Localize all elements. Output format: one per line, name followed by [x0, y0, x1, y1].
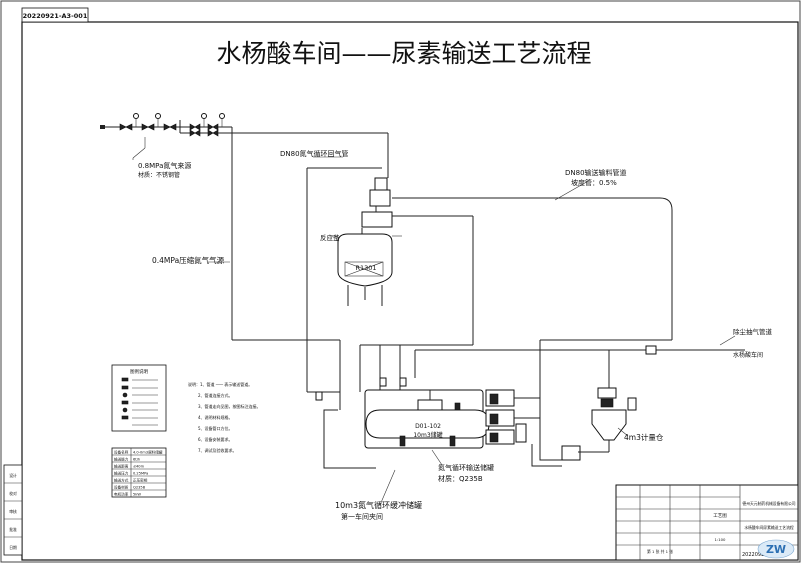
reactor-label: 反应釜 [320, 233, 340, 242]
title-block-number: 20220921 [742, 552, 767, 558]
spec-row-label: 输送距离 [114, 464, 129, 469]
buffer-tank: D01-102 10m3储罐 [364, 389, 490, 449]
spec-row-label: 设备名称 [114, 450, 129, 455]
reactor-tag: R1301 [355, 264, 376, 272]
feed-pipe-label: DN80输送输料管道 [565, 168, 627, 177]
return-gas-pipe [306, 167, 382, 393]
strip-cell: 批准 [9, 527, 17, 532]
reactor-vessel: 反应釜 R1301 [320, 177, 402, 306]
nitrogen-source-label: 0.8MPa氮气来源 [138, 161, 191, 170]
spec-row-value: 正压密相 [133, 478, 148, 483]
drawing-number-box: 20220921-A3-001 [21, 7, 89, 23]
spec-row-value: 0.25MPa [133, 472, 148, 476]
spec-row-value: ≤40m [133, 465, 145, 469]
feeder-equipment [485, 389, 581, 467]
tank-location-label: 第一车间夹间 [341, 512, 383, 521]
notes-block: 说明：1、管道 ─── 表示输送管道。 2、管道连接方式。 3、管道走向见图，按… [188, 381, 261, 453]
project-name: 工艺图 [713, 513, 727, 519]
spec-row-value: 5kW [133, 493, 141, 497]
sheet-count: 第 1 张 共 1 张 [647, 549, 673, 554]
note-line: 2、管道连接方式。 [198, 392, 233, 398]
scale-hopper-label: 4m3计量仓 [624, 432, 664, 442]
legend-title: 图例说明 [130, 368, 148, 375]
diagram-title: 水杨酸车间——尿素输送工艺流程 [216, 39, 591, 68]
gauge-icon [133, 113, 225, 127]
hopper-label: 水杨酸车间 [733, 351, 763, 359]
spec-row-value: 6t/h [133, 458, 140, 462]
lower-distribution-pipes [315, 340, 473, 469]
strip-cell: 审核 [9, 509, 17, 514]
note-line: 6、设备安装要求。 [198, 436, 233, 442]
dust-pipe-label: 除尘抽气管道 [733, 327, 773, 336]
spec-row-label: 输送压力 [114, 471, 129, 476]
legend-symbol-icon [121, 377, 158, 426]
title-block: 工艺图 德州天元制药机械设备有限公司 水杨酸车间尿素输送工艺流程 1:100 第… [615, 484, 799, 561]
dn80-feed-pipeline: DN80输送输料管道 坡度管：0.5% [392, 168, 673, 410]
spec-table: 设备名称 4.0-0m3原料储罐 输送能力 6t/h 输送距离 ≤40m 输送压… [111, 447, 167, 498]
spec-row-value: Q235B [133, 486, 146, 490]
tank-tag: D01-102 [415, 423, 441, 430]
note-line: 7、调试及验收要求。 [198, 447, 237, 453]
company-name: 德州天元制药机械设备有限公司 [742, 501, 795, 506]
reactor-feed-line: DN80氮气循环回气管 [232, 132, 389, 178]
spec-row-label: 设备材质 [114, 485, 129, 490]
left-revision-strip: 设计 校对 审核 批准 日期 [3, 464, 23, 556]
note-line: 4、说明材料规格。 [198, 414, 233, 420]
tank-labels: 氮气循环输送储罐 材质：Q235B 10m3氮气循环缓冲储罐 第一车间夹间 [335, 449, 494, 521]
tank-pipe-material: 材质：Q235B [438, 474, 483, 483]
tank-sub-label: 10m3储罐 [413, 431, 442, 439]
spec-row-label: 输送方式 [114, 478, 129, 483]
scale-value: 1:100 [715, 537, 727, 542]
spec-row-label: 输送能力 [114, 457, 129, 462]
company-logo-icon: ZW [757, 539, 795, 559]
note-line: 说明：1、管道 ─── 表示输送管道。 [188, 381, 252, 387]
legend-box: 图例说明 [111, 364, 167, 432]
return-pipe-label: DN80氮气循环回气管 [280, 149, 349, 158]
compressed-nitrogen-line: 0.4MPa压缩氮气气源 [152, 127, 340, 341]
feed-pipe-slope: 坡度管：0.5% [571, 178, 617, 187]
tank-pipe-label: 氮气循环输送储罐 [438, 463, 494, 472]
note-line: 3、管道走向见图，按图标注连接。 [198, 403, 261, 409]
note-line: 5、设备管口方位。 [198, 425, 233, 431]
nitrogen-pipe-material: 材质：不锈钢管 [138, 171, 180, 179]
strip-cell: 校对 [9, 491, 17, 496]
strip-cell: 日期 [9, 545, 17, 550]
spec-row-label: 电机功率 [114, 492, 129, 497]
air-source-label: 0.4MPa压缩氮气气源 [152, 255, 225, 265]
nitrogen-supply-manifold: 0.8MPa氮气来源 材质：不锈钢管 [100, 113, 232, 179]
tank-name-label: 10m3氮气循环缓冲储罐 [335, 500, 422, 510]
logo-text: ZW [766, 543, 786, 556]
spec-row-value: 4.0-0m3原料储罐 [133, 450, 163, 455]
valve-icon [119, 123, 219, 137]
inner-frame [21, 21, 799, 561]
dust-extraction-line: 除尘抽气管道 水杨酸车间 [414, 327, 773, 378]
strip-cell: 设计 [9, 473, 17, 478]
drawing-number: 20220921-A3-001 [23, 12, 88, 20]
drawing-name: 水杨酸车间尿素输送工艺流程 [744, 525, 794, 530]
scale-hopper: 4m3计量仓 [578, 350, 664, 453]
